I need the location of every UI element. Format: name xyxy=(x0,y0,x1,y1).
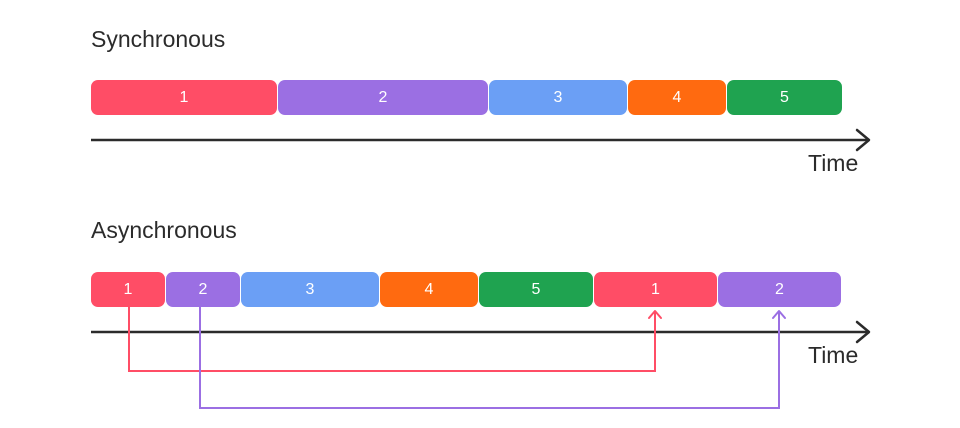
async-task-1-resume: 1 xyxy=(594,272,717,307)
asynchronous-title: Asynchronous xyxy=(91,217,237,243)
async-task-2: 2 xyxy=(166,272,240,307)
async-time-axis xyxy=(91,320,871,344)
sync-task-3: 3 xyxy=(489,80,627,115)
async-task-2-resume: 2 xyxy=(718,272,841,307)
sync-task-5: 5 xyxy=(727,80,842,115)
connector-task-2 xyxy=(199,307,786,409)
connector-task-2-arrowhead xyxy=(772,310,786,319)
sync-task-1: 1 xyxy=(91,80,277,115)
sync-axis-arrowhead xyxy=(855,128,871,152)
async-task-4: 4 xyxy=(380,272,478,307)
async-task-5: 5 xyxy=(479,272,593,307)
synchronous-title: Synchronous xyxy=(91,26,226,52)
sync-time-axis xyxy=(91,128,871,152)
async-task-3: 3 xyxy=(241,272,379,307)
sync-axis-label: Time xyxy=(808,150,859,176)
sync-task-4: 4 xyxy=(628,80,726,115)
connector-task-1 xyxy=(128,307,662,372)
sync-task-2: 2 xyxy=(278,80,488,115)
connector-task-1-arrowhead xyxy=(648,310,662,319)
async-axis-label: Time xyxy=(808,342,859,368)
async-task-1: 1 xyxy=(91,272,165,307)
async-axis-arrowhead xyxy=(855,320,871,344)
